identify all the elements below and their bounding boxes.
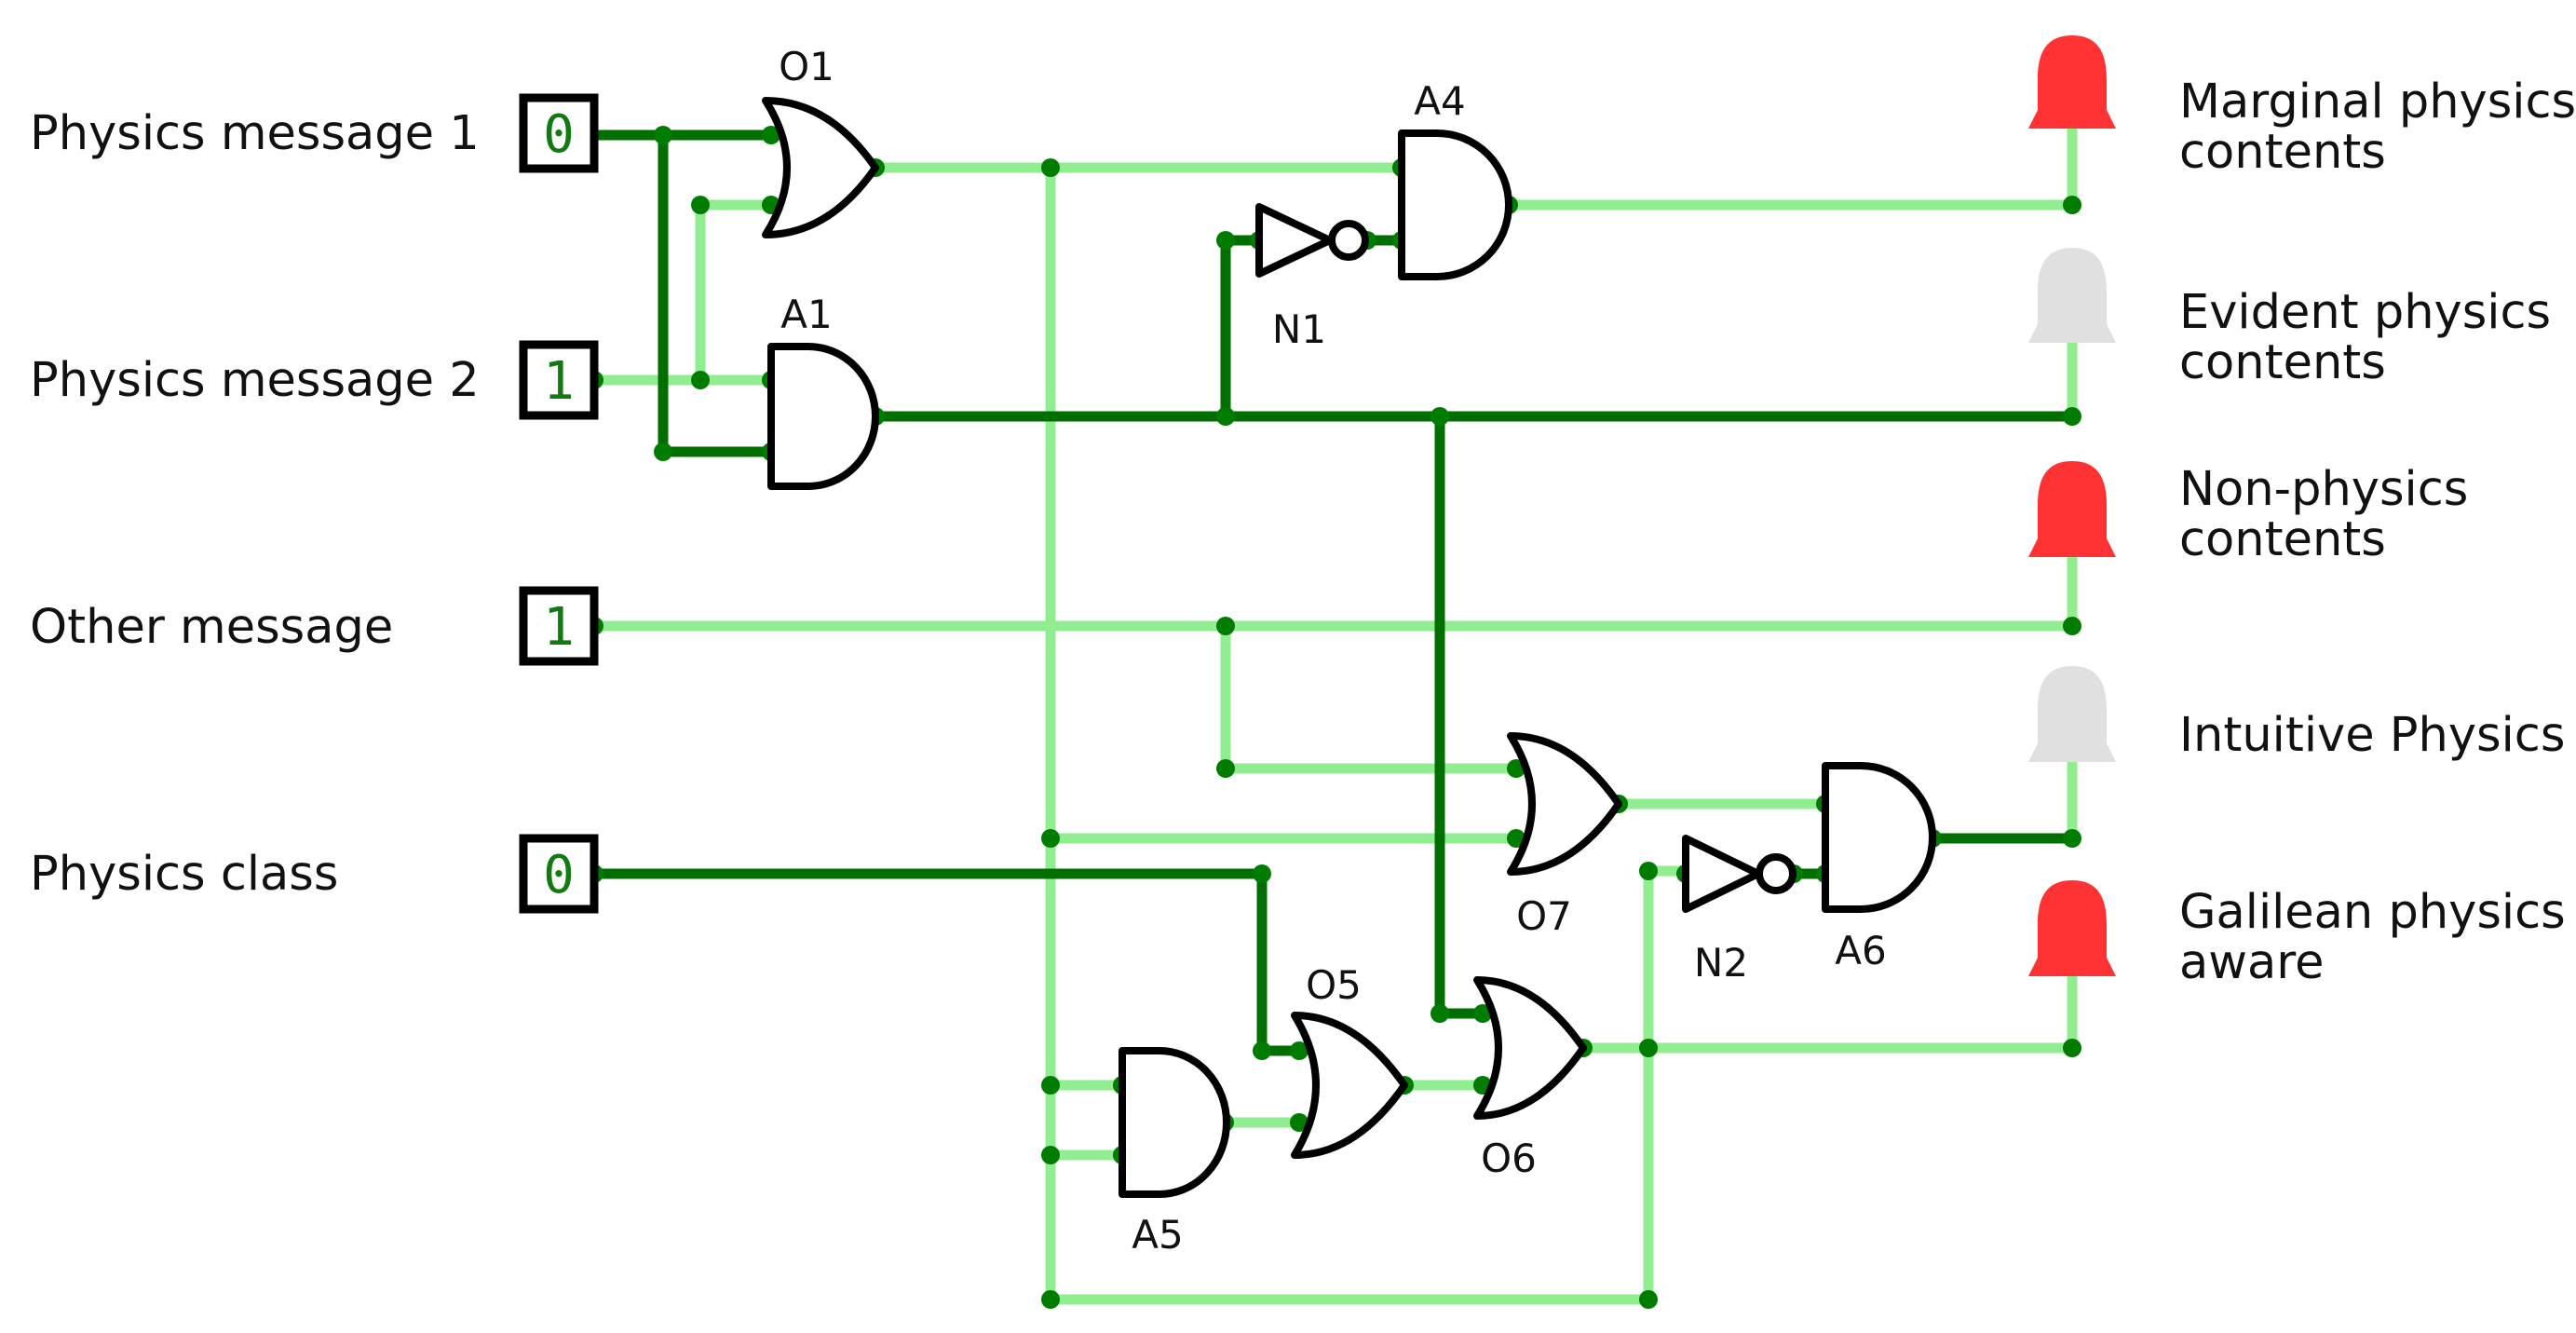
and-gate-a4[interactable] — [1398, 129, 1512, 280]
input-toggle-other-message[interactable]: 1 — [519, 586, 599, 666]
not-gate-n2[interactable] — [1682, 835, 1796, 913]
junction-dot — [1639, 1039, 1658, 1057]
gate-label-n2: N2 — [1694, 940, 1748, 986]
junction-dot — [1041, 1146, 1060, 1164]
junction-dot — [691, 196, 710, 214]
output-label-marginal-line2: contents — [2179, 125, 2386, 180]
and-gate-a1[interactable] — [767, 343, 879, 490]
input-value: 1 — [543, 597, 575, 658]
gate-label-o1: O1 — [779, 44, 834, 89]
output-label-evident-line2: contents — [2179, 335, 2386, 390]
gate-label-a6: A6 — [1835, 928, 1886, 973]
gate-label-n1: N1 — [1272, 306, 1326, 352]
led-intuitive-physics — [2028, 666, 2116, 762]
gate-label-a5: A5 — [1132, 1212, 1183, 1258]
junction-dot — [762, 126, 780, 144]
input-label-other-message: Other message — [30, 600, 393, 655]
gate-label-o7: O7 — [1516, 893, 1572, 939]
output-label-galilean-line2: aware — [2179, 935, 2324, 990]
junction-dot — [2063, 1039, 2081, 1057]
junction-dot — [2063, 196, 2081, 214]
led-evident-physics-contents — [2028, 248, 2116, 343]
or-gate-o6[interactable] — [1473, 976, 1587, 1120]
junction-dot — [1473, 1004, 1492, 1023]
output-label-intuitive-line1: Intuitive Physics — [2179, 708, 2565, 763]
and-gate-a5[interactable] — [1119, 1047, 1230, 1198]
junction-dot — [2063, 617, 2081, 635]
junction-dot — [654, 442, 672, 461]
junction-dot — [1430, 407, 1449, 426]
led-non-physics-contents — [2028, 461, 2116, 557]
gate-label-a4: A4 — [1414, 78, 1465, 124]
junction-dot — [654, 126, 672, 144]
junction-dot — [1041, 1290, 1060, 1309]
junction-dot — [1041, 829, 1060, 848]
wires-off — [589, 129, 2078, 1056]
junction-dot — [1216, 407, 1235, 426]
junction-dot — [1216, 759, 1235, 778]
junction-dot — [1253, 1041, 1271, 1060]
output-label-evident-line1: Evident physics — [2179, 285, 2551, 340]
junction-dot — [1290, 1041, 1308, 1060]
input-value: 1 — [543, 351, 575, 412]
junction-dot — [1216, 617, 1235, 635]
junction-dot — [1430, 1004, 1449, 1023]
input-label-physics-class: Physics class — [30, 847, 338, 902]
input-label-physics-message-2: Physics message 2 — [30, 353, 480, 408]
junction-dot — [1041, 1076, 1060, 1095]
junction-dot — [1041, 158, 1060, 177]
junction-dot — [691, 371, 710, 389]
gate-label-o5: O5 — [1306, 962, 1362, 1008]
or-gate-o1[interactable] — [762, 97, 879, 238]
or-gate-o7[interactable] — [1507, 732, 1622, 876]
output-label-non-physics-line1: Non-physics — [2179, 462, 2468, 517]
junction-dot — [1253, 864, 1271, 883]
input-toggle-physics-class[interactable]: 0 — [519, 834, 599, 914]
junction-dot — [1639, 1290, 1658, 1309]
input-label-physics-message-1: Physics message 1 — [30, 106, 480, 161]
led-marginal-physics-contents — [2028, 35, 2116, 129]
output-label-galilean-line1: Galilean physics — [2179, 885, 2566, 940]
junction-dot — [2063, 407, 2081, 426]
junction-dot — [1216, 231, 1235, 250]
output-label-marginal-line1: Marginal physics — [2179, 75, 2576, 129]
and-gate-a6[interactable] — [1822, 762, 1936, 913]
junction-dot — [1639, 862, 1658, 880]
or-gate-o5[interactable] — [1291, 1012, 1408, 1159]
input-value: 0 — [543, 845, 575, 905]
junction-dot — [2063, 829, 2081, 848]
gate-label-o6: O6 — [1481, 1136, 1537, 1181]
junction-dot — [1507, 829, 1525, 848]
output-label-non-physics-line2: contents — [2179, 512, 2386, 567]
led-galilean-physics-aware — [2028, 880, 2116, 976]
gate-label-a1: A1 — [780, 292, 832, 337]
input-toggle-physics-message-2[interactable]: 1 — [519, 340, 599, 420]
input-value: 0 — [543, 104, 575, 165]
not-gate-n1[interactable] — [1255, 203, 1369, 278]
junction-dot — [1290, 1113, 1308, 1132]
input-toggle-physics-message-1[interactable]: 0 — [519, 93, 599, 173]
